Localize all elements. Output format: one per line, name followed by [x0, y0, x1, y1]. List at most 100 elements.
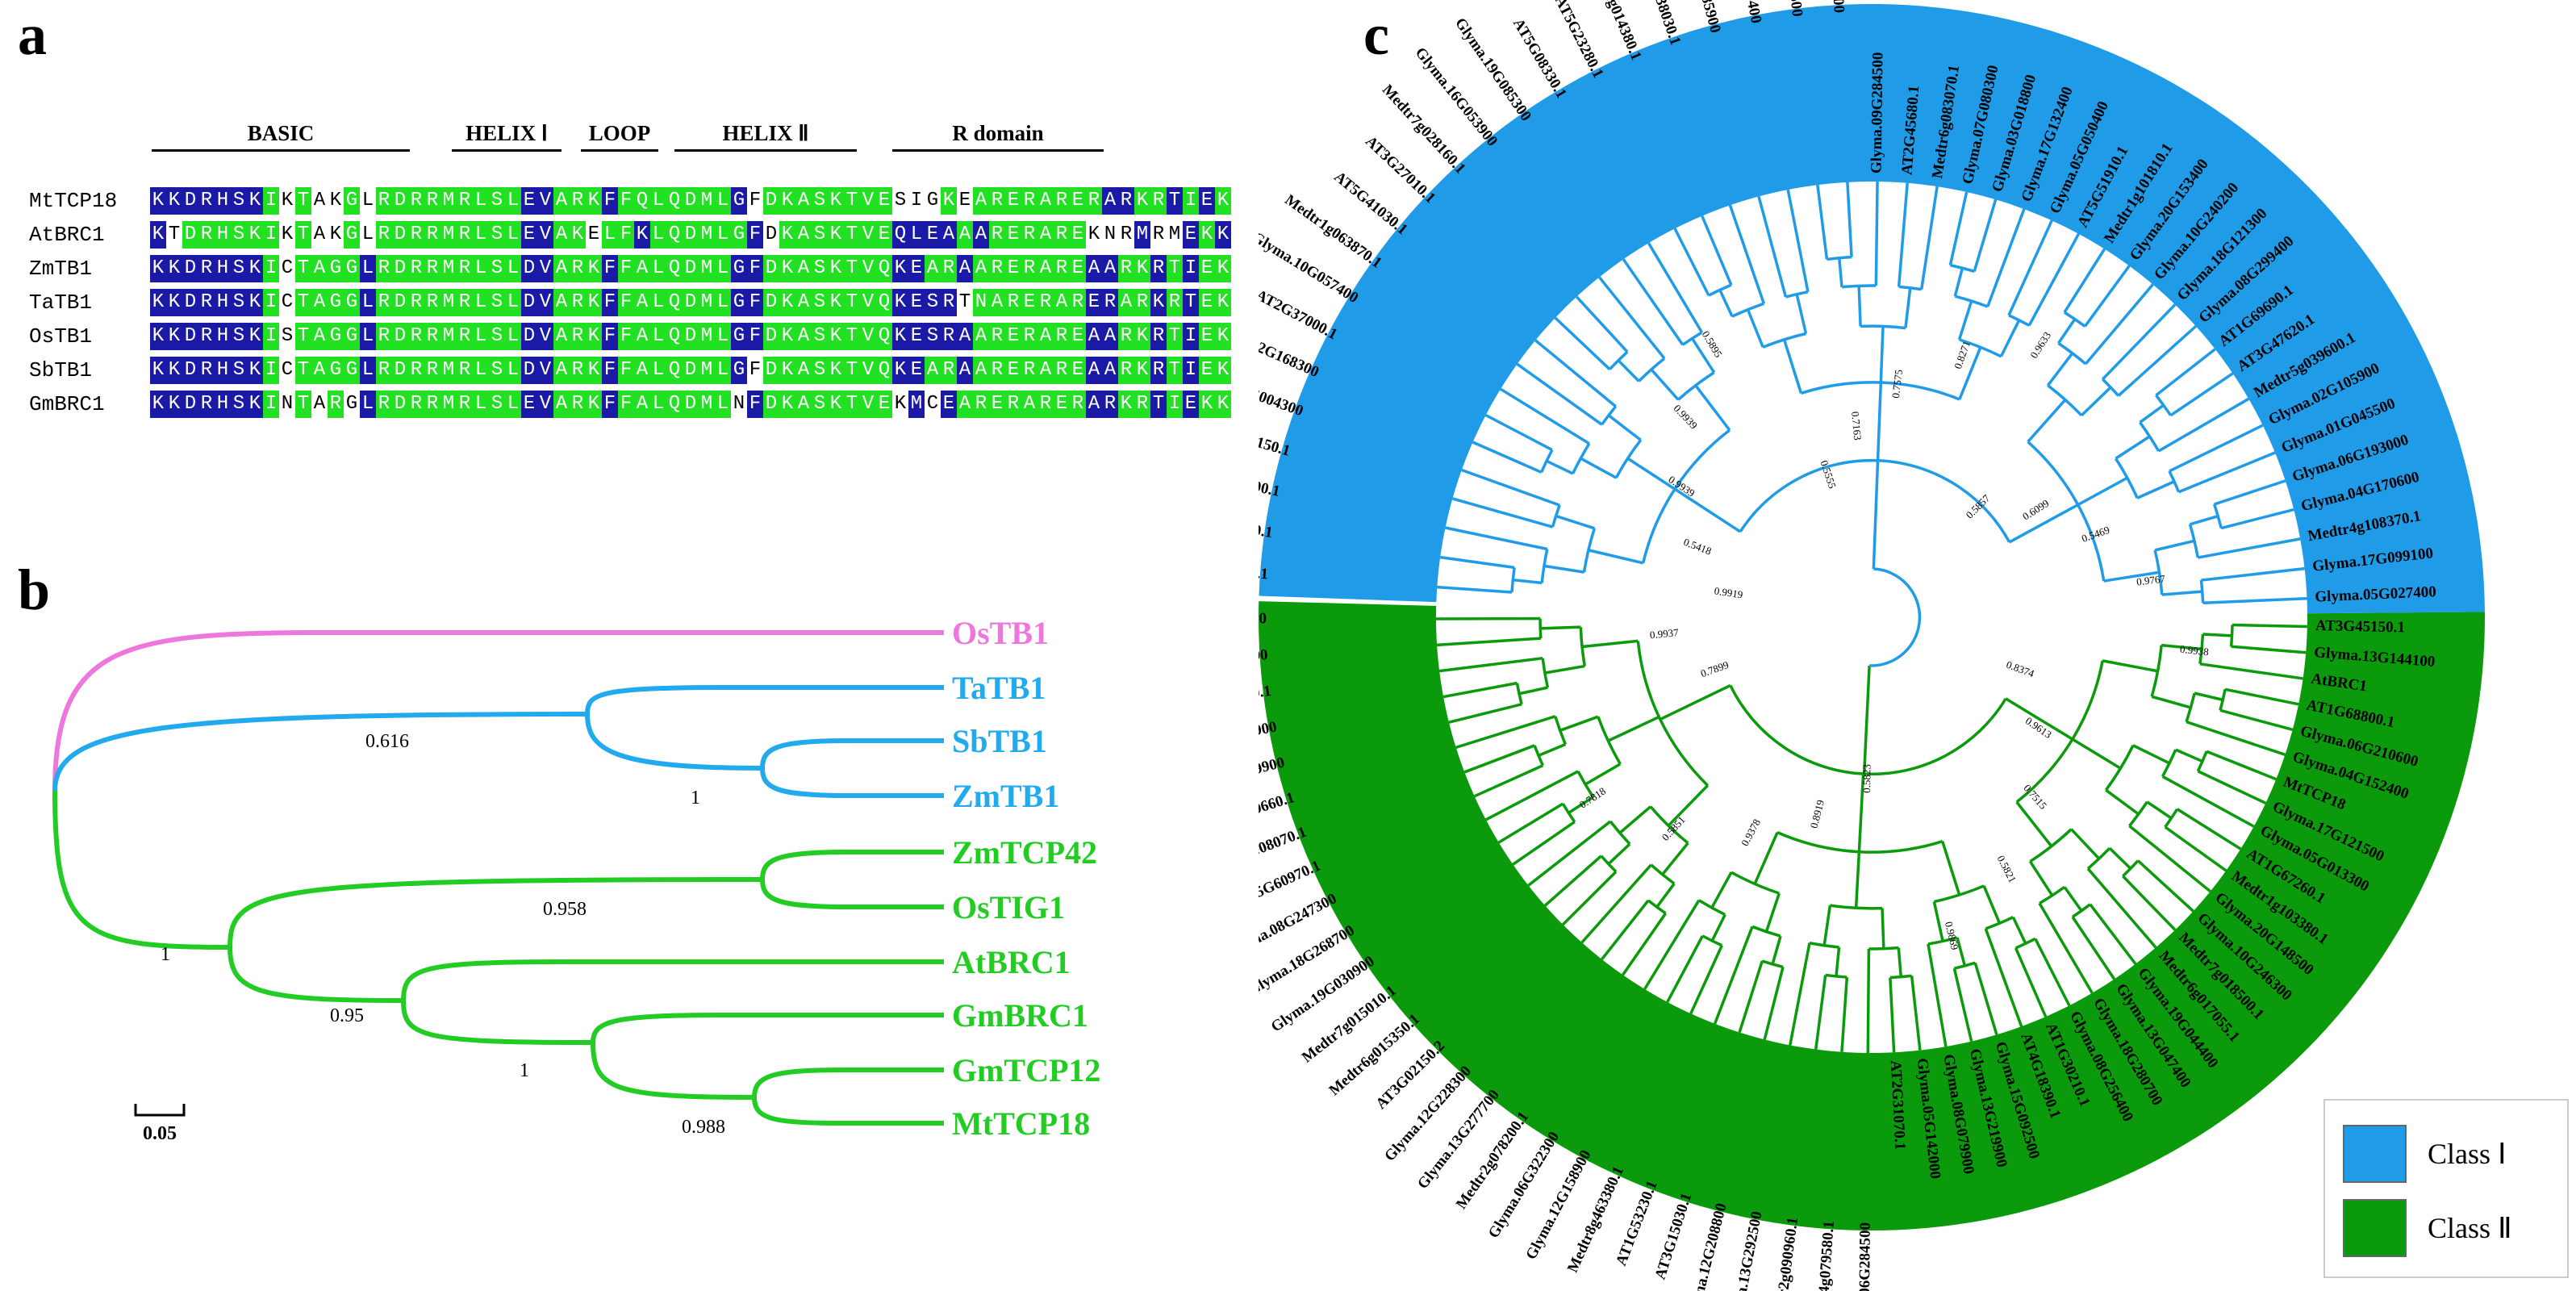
tree-branch	[1710, 913, 1726, 942]
circular-leaf-label: Glyma.13G292500	[1726, 1210, 1766, 1291]
bootstrap-value: 0.5418	[1682, 536, 1714, 558]
tree-branch	[1473, 764, 1544, 798]
tree-leaf-label: ZmTB1	[952, 778, 1059, 814]
tree-branch	[2039, 885, 2066, 905]
tree-branch	[1580, 863, 1652, 944]
tree-branch	[2086, 867, 2157, 949]
tree-branch	[1674, 487, 1742, 533]
tree-branch	[2117, 324, 2197, 397]
tree-branch	[2102, 659, 2158, 673]
tree-branch	[1879, 326, 1885, 383]
tree-branch	[2197, 537, 2301, 559]
tree-branch	[1889, 977, 1896, 1053]
tree-branch	[2007, 219, 2053, 316]
tree-branch	[1607, 414, 1642, 441]
tree-branch	[1534, 339, 1617, 408]
tree-branch	[2083, 265, 2131, 328]
tree-branch	[2101, 303, 2177, 381]
tree-branch	[2214, 479, 2286, 506]
tree-branch	[2151, 695, 2191, 709]
tree-branch	[1554, 716, 1567, 746]
tree-branch	[2177, 451, 2276, 494]
tree-branch	[2005, 697, 2073, 741]
tree-branch	[1857, 286, 1862, 327]
bootstrap-value: 1	[161, 944, 170, 965]
tree-branch	[1500, 387, 1590, 445]
tree-branch	[2046, 352, 2074, 386]
tree-branch	[2161, 590, 2202, 596]
tree-branch	[2071, 916, 2116, 980]
tree-branch	[1598, 276, 1666, 360]
tree-branch	[52, 790, 231, 950]
tree-branch	[1436, 637, 1541, 647]
sequence-name: MtTCP18	[29, 189, 118, 213]
domain-helix-1: HELIX Ⅰ	[452, 121, 562, 152]
tree-branch	[2196, 750, 2208, 772]
tree-branch	[1540, 625, 1581, 630]
bootstrap-value: 1	[691, 788, 700, 808]
tree-branch	[1607, 842, 1631, 866]
tree-branch	[1546, 459, 1574, 475]
tree-branch	[1626, 457, 1676, 491]
tree-branch	[1874, 182, 1879, 286]
tree-branch	[1618, 805, 1652, 834]
tree-branch	[2038, 902, 2094, 994]
sequence-name: OsTB1	[29, 324, 93, 349]
tree-branch	[1957, 300, 1973, 341]
tree-branch	[585, 713, 763, 771]
tree-branch	[2089, 903, 2137, 965]
tree-branch	[585, 685, 944, 715]
tree-branch	[401, 1000, 594, 1045]
legend-swatch-class-1	[2343, 1125, 2407, 1183]
tree-branch	[2232, 623, 2307, 629]
tree-branch	[1445, 526, 1548, 551]
legend-label-class-2: Class Ⅱ	[2428, 1212, 2512, 1244]
tree-branch	[2161, 643, 2202, 651]
tree-branch	[2231, 645, 2307, 654]
tree-branch	[2136, 480, 2175, 499]
tree-branch	[1827, 255, 1852, 261]
sequence-name: SbTB1	[29, 358, 93, 382]
tree-branch	[401, 959, 944, 1001]
bootstrap-value: 0.7163	[1849, 411, 1864, 441]
tree-branch	[1544, 664, 1585, 675]
tree-branch	[1837, 257, 1843, 287]
legend-swatch-class-2	[2343, 1199, 2407, 1257]
bootstrap-value: 0.7818	[1577, 785, 1608, 811]
bootstrap-value: 0.616	[365, 731, 409, 752]
tree-branch	[1463, 744, 1535, 774]
tree-branch	[1622, 258, 1685, 346]
tree-branch	[1484, 413, 1553, 452]
tree-leaf-label: MtTCP18	[952, 1105, 1090, 1142]
bootstrap-value: 0.95	[330, 1005, 364, 1026]
tree-branch	[2015, 800, 2053, 847]
tree-branch	[2084, 283, 2154, 366]
tree-branch	[1854, 851, 1861, 909]
tree-branch	[1897, 947, 1903, 977]
tree-branch	[1666, 935, 1704, 1003]
bootstrap-value: 0.9939	[1672, 402, 1701, 431]
tree-branch	[2102, 378, 2120, 397]
tree-branch	[1897, 182, 1909, 287]
tree-branch	[1713, 925, 1754, 1025]
tree-branch	[591, 1013, 944, 1043]
circular-leaf-label: Glyma.12G208800	[1684, 1201, 1730, 1291]
tree-branch	[1881, 908, 1885, 949]
tree-branch	[1579, 627, 1587, 666]
tree-branch	[1472, 441, 1543, 474]
tree-branch	[1932, 901, 1944, 942]
tree-branch	[591, 1042, 755, 1100]
tree-branch	[1540, 549, 1549, 583]
tree-branch	[1920, 186, 1939, 290]
tree-branch	[2014, 947, 2048, 1017]
tree-branch	[1647, 242, 1704, 333]
tree-branch	[1738, 960, 1764, 1034]
tree-branch	[1691, 337, 1716, 374]
tree-branch	[1910, 976, 1922, 1051]
tree-branch	[1764, 892, 1781, 933]
tree-branch	[1889, 974, 1912, 980]
tree-branch	[1638, 357, 1666, 382]
tree-leaf-label: GmBRC1	[952, 997, 1088, 1034]
